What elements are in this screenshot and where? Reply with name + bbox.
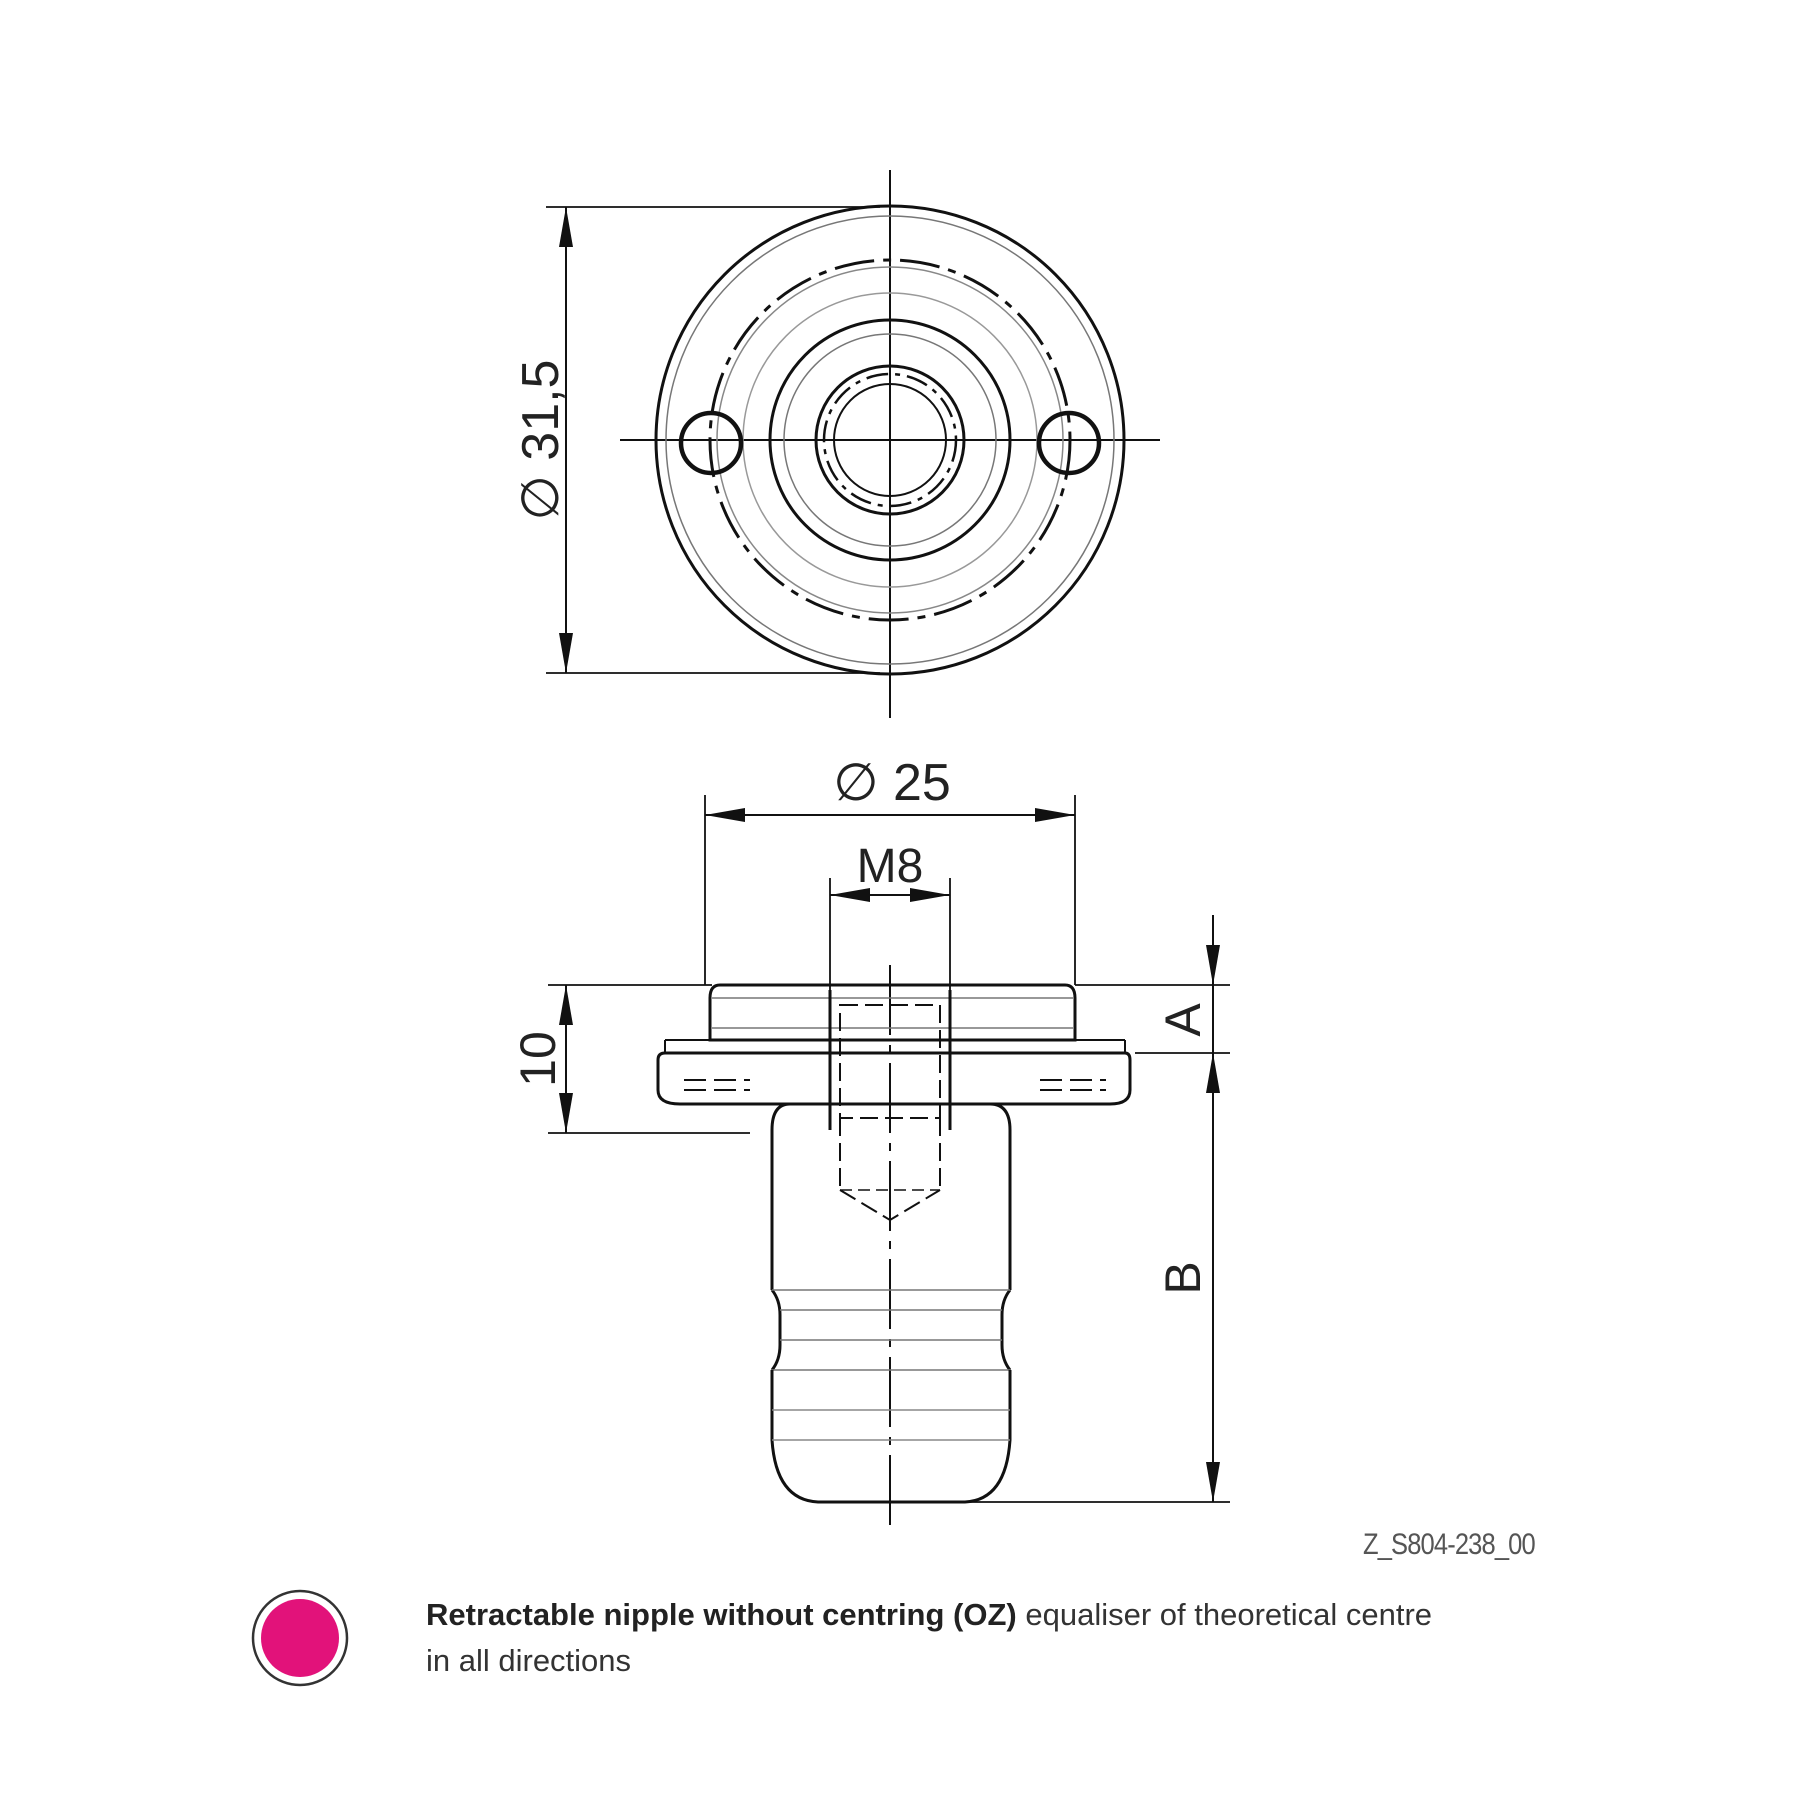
- dim-diameter-side-label: ∅ 25: [833, 754, 951, 812]
- dim-thread-label: M8: [857, 840, 924, 893]
- legend-description: Retractable nipple without centring (OZ)…: [426, 1592, 1546, 1684]
- legend-description-line1: equaliser of theoretical centre: [1016, 1597, 1433, 1632]
- drawing-reference-code: Z_S804-238_00: [1363, 1528, 1536, 1561]
- dim-B-label: B: [1155, 1261, 1211, 1294]
- dim-diameter-top-label: ∅ 31,5: [512, 360, 570, 521]
- top-view: [546, 170, 1160, 718]
- legend: Retractable nipple without centring (OZ)…: [250, 1580, 1550, 1700]
- magenta-dot-icon: [251, 1589, 349, 1687]
- dim-height-label: 10: [510, 1031, 566, 1087]
- side-view: [548, 795, 1230, 1525]
- dim-A-label: A: [1155, 1003, 1211, 1037]
- legend-description-line2: in all directions: [426, 1643, 632, 1678]
- legend-title: Retractable nipple without centring (OZ): [426, 1597, 1017, 1632]
